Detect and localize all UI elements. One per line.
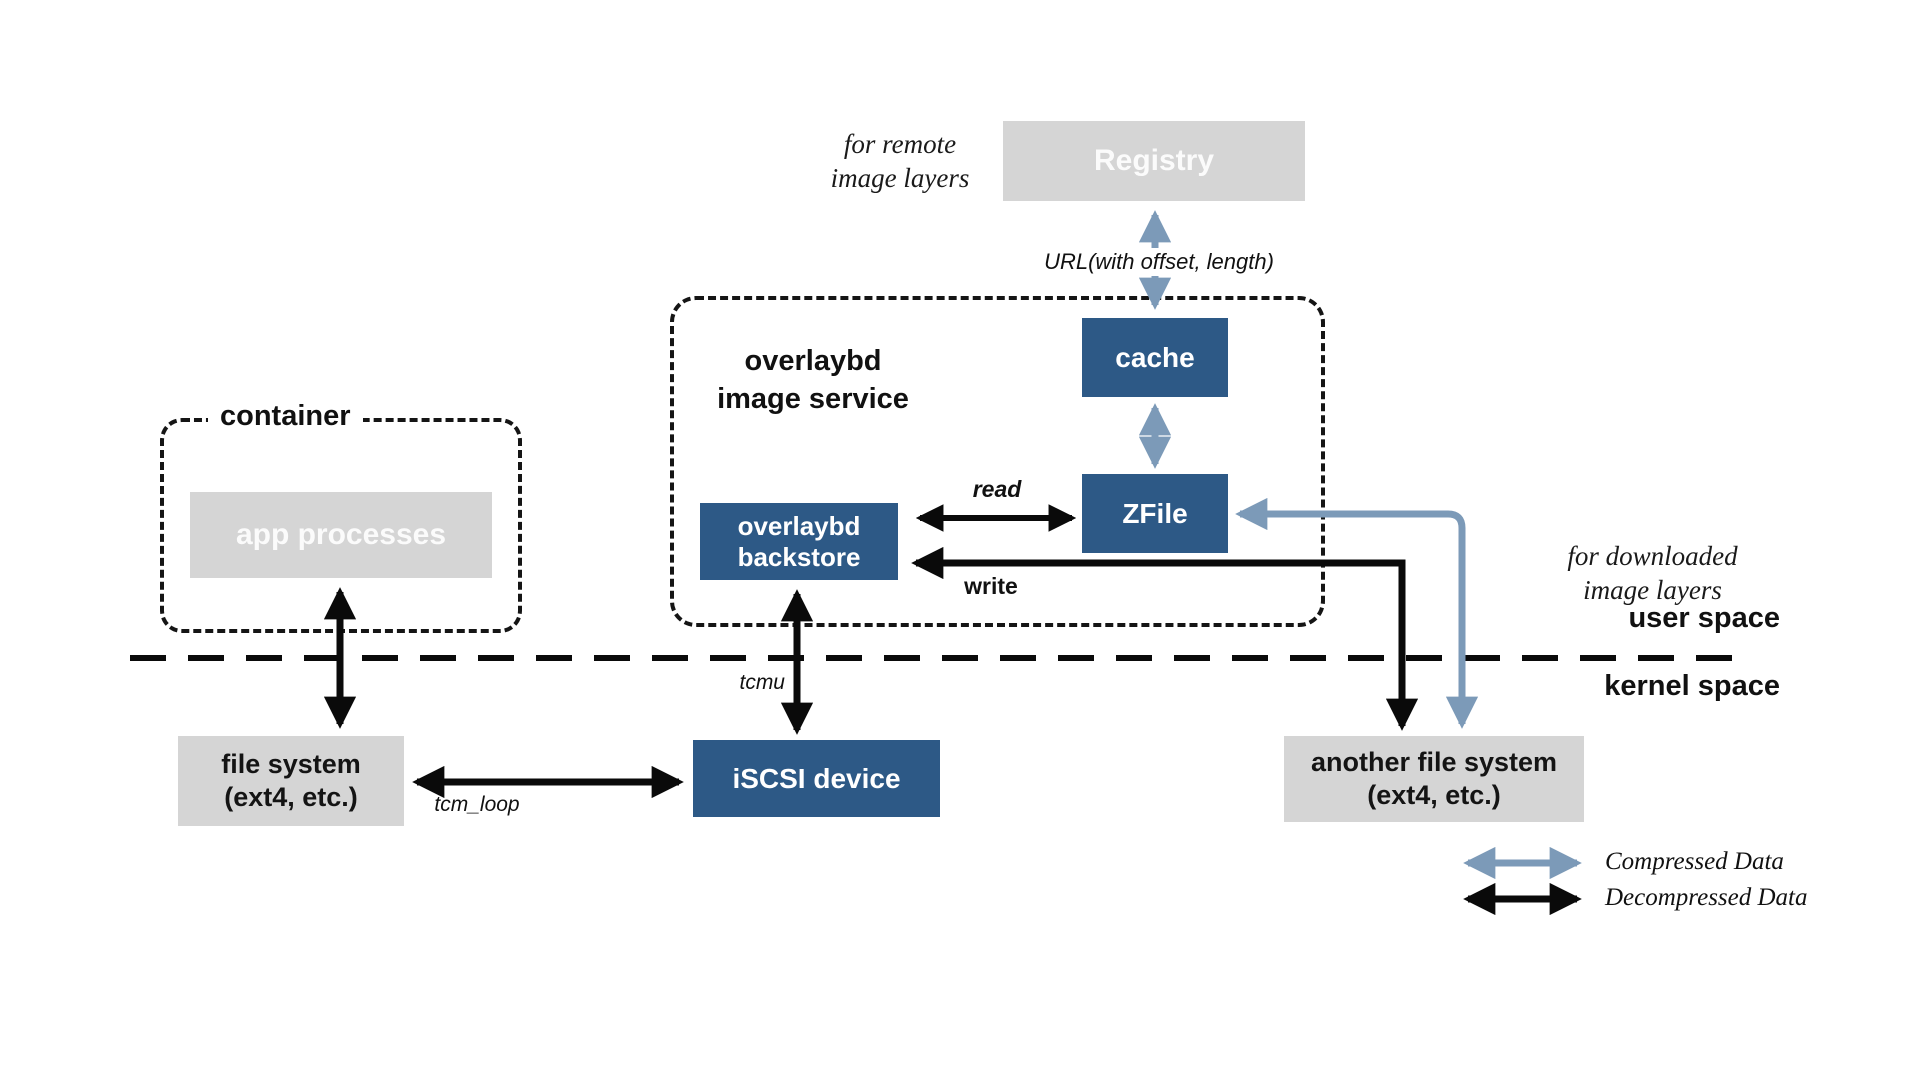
zfile-label: ZFile	[1122, 497, 1188, 529]
backstore-box: overlaybd backstore	[700, 503, 898, 580]
zfile-box: ZFile	[1082, 474, 1228, 553]
registry-label: Registry	[1093, 144, 1215, 177]
downloaded-layers-note: for downloaded image layers	[1550, 540, 1755, 608]
legend-decompressed-label: Decompressed Data	[1605, 884, 1808, 911]
registry-box: Registry	[1003, 121, 1305, 201]
legend-compressed-label: Compressed Data	[1605, 848, 1784, 875]
user-space-label: user space	[1628, 602, 1780, 634]
backstore-label-line1: overlaybd	[737, 510, 861, 541]
remote-layers-note: for remote image layers	[820, 128, 980, 196]
app-processes-label: app processes	[235, 518, 447, 551]
tcmu-arrow-label: tcmu	[739, 671, 785, 694]
another-file-system-box: another file system (ext4, etc.)	[1284, 736, 1584, 822]
url-arrow-label: URL(with offset, length)	[1018, 248, 1300, 276]
remote-note-line2: image layers	[830, 162, 970, 193]
another-fs-label-line2: (ext4, etc.)	[1367, 780, 1501, 810]
remote-note-line1: for remote	[843, 129, 957, 159]
read-arrow-label: read	[972, 476, 1022, 502]
backstore-label: overlaybd backstore	[738, 511, 861, 572]
kernel-space-label: kernel space	[1604, 670, 1780, 702]
downloaded-note-line2: image layers	[1583, 574, 1722, 605]
service-label-line1: overlaybd	[744, 345, 882, 377]
container-group-label: container	[208, 400, 363, 433]
backstore-label-line2: backstore	[737, 541, 861, 572]
cache-box: cache	[1082, 318, 1228, 397]
file-system-label-line1: file system	[221, 749, 361, 780]
file-system-box: file system (ext4, etc.)	[178, 736, 404, 826]
another-file-system-label: another file system (ext4, etc.)	[1311, 746, 1557, 812]
iscsi-device-box: iSCSI device	[693, 740, 940, 817]
service-group-label: overlaybd image service	[688, 342, 938, 419]
cache-label: cache	[1115, 341, 1195, 373]
app-processes-box: app processes	[190, 492, 492, 578]
tcm-loop-arrow-label: tcm_loop	[434, 793, 520, 816]
file-system-label: file system (ext4, etc.)	[221, 748, 361, 814]
downloaded-note-line1: for downloaded	[1567, 541, 1738, 571]
another-fs-label-line1: another file system	[1310, 747, 1558, 778]
iscsi-device-label: iSCSI device	[732, 762, 901, 794]
write-arrow-label: write	[964, 573, 1018, 599]
file-system-label-line2: (ext4, etc.)	[224, 782, 358, 812]
service-label-line2: image service	[717, 383, 909, 416]
